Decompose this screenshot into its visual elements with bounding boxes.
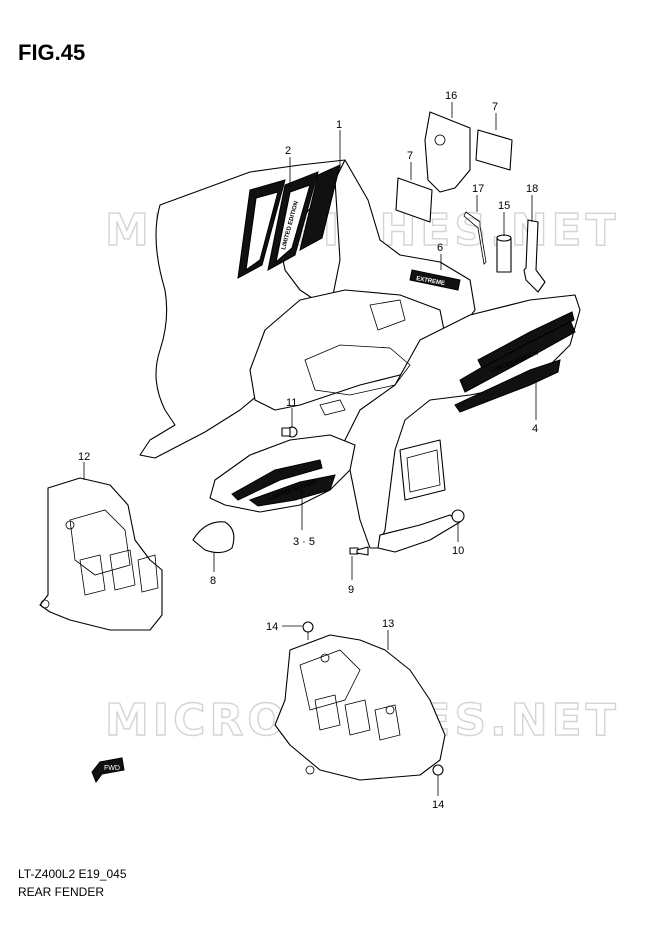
callout-14-upper: 14 [266, 621, 278, 633]
callout-14-lower: 14 [432, 799, 444, 811]
section-name: REAR FENDER [18, 885, 105, 899]
tool-bag-part [424, 111, 471, 193]
fwd-label: FWD [104, 765, 120, 772]
callout-7-upper: 7 [492, 101, 498, 113]
callout-16: 16 [445, 90, 457, 102]
fastener-14-upper [302, 621, 314, 640]
rubber-cap-part [192, 521, 235, 554]
hex-wrench-part [463, 211, 487, 265]
leader-lines [83, 102, 537, 796]
callout-10: 10 [452, 545, 464, 557]
rear-fender-part [139, 159, 581, 553]
mud-guard-right-part [274, 634, 446, 781]
pad-upper-part [475, 129, 513, 171]
callout-1: 1 [336, 119, 342, 131]
mud-guard-left-part [39, 477, 163, 631]
decal-extreme: EXTREME [416, 276, 446, 287]
fastener-9 [349, 546, 369, 556]
fastener-10 [451, 509, 465, 523]
callout-9: 9 [348, 584, 354, 596]
fastener-14-lower [432, 764, 444, 782]
callout-18: 18 [526, 183, 538, 195]
callout-17: 17 [472, 183, 484, 195]
callout-13: 13 [382, 618, 394, 630]
socket-cylinder-part [496, 234, 512, 273]
callout-3-5: 3 · 5 [293, 536, 315, 548]
callout-8: 8 [210, 575, 216, 587]
spanner-part [523, 219, 546, 293]
callout-15: 15 [498, 200, 510, 212]
pad-lower-part [395, 177, 433, 223]
callout-labels: 1 2 3 · 5 4 6 7 7 8 9 10 11 12 13 14 14 … [78, 90, 538, 811]
model-code: LT-Z400L2 E19_045 [18, 867, 127, 881]
callout-7-lower: 7 [407, 150, 413, 162]
callout-4: 4 [532, 423, 538, 435]
callout-11: 11 [286, 397, 297, 409]
fastener-11 [281, 426, 298, 438]
figure-label: FIG.45 [18, 40, 86, 65]
callout-12: 12 [78, 451, 90, 463]
callout-6: 6 [437, 242, 443, 254]
callout-2: 2 [285, 145, 291, 157]
fwd-arrow-icon: FWD [91, 757, 125, 784]
